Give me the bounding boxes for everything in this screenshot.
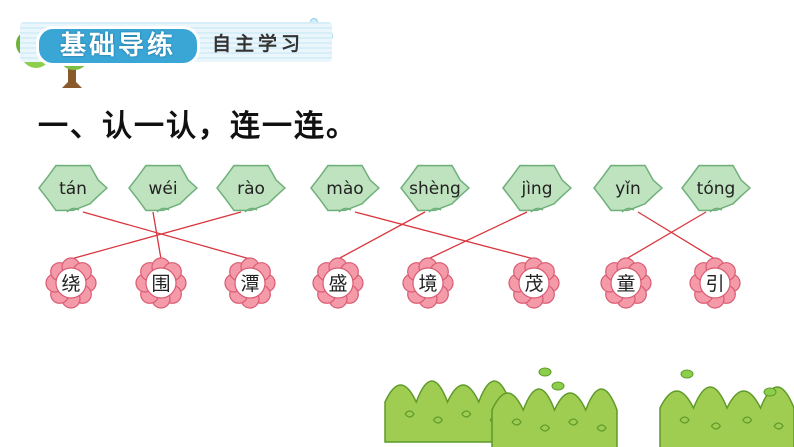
pinyin-label: shèng	[409, 179, 461, 199]
connection-line	[337, 211, 426, 260]
section-subtitle: 自主学习	[212, 33, 305, 55]
pinyin-label: mào	[326, 179, 363, 199]
character-label: 引	[705, 273, 724, 295]
character-flower: 引	[689, 257, 741, 309]
character-flower: 茂	[508, 257, 560, 309]
section-title: 基础导练	[36, 26, 200, 66]
bush-icon	[659, 386, 794, 447]
character-flower: 童	[600, 257, 652, 309]
leaf-icon	[680, 369, 694, 379]
pinyin-leaf: tán	[38, 164, 108, 213]
pinyin-leaf: tóng	[681, 164, 751, 213]
pinyin-label: jìng	[520, 179, 552, 199]
connection-line	[427, 211, 528, 260]
pinyin-label: rào	[237, 179, 265, 199]
connection-line	[82, 211, 251, 260]
pinyin-leaf: wéi	[128, 164, 198, 213]
character-label: 茂	[524, 273, 543, 295]
character-label: 潭	[240, 273, 259, 295]
character-flower: 盛	[312, 257, 364, 309]
pinyin-label: tán	[59, 179, 87, 199]
pinyin-label: wéi	[148, 179, 177, 199]
character-flower: 潭	[224, 257, 276, 309]
pinyin-label: tóng	[697, 179, 736, 199]
pinyin-label: yǐn	[615, 179, 641, 199]
character-flower: 围	[135, 257, 187, 309]
bush-icon	[491, 388, 618, 447]
leaf-icon	[538, 367, 552, 377]
connection-line	[625, 211, 707, 260]
pinyin-leaf: jìng	[502, 164, 572, 213]
task-instruction: 一、认一认，连一连。	[38, 109, 358, 144]
leaf-icon	[763, 387, 777, 397]
character-label: 盛	[328, 273, 347, 295]
bushes-decoration	[384, 367, 794, 447]
character-label: 童	[616, 273, 635, 295]
leaf-icon	[551, 381, 565, 391]
pinyin-leaf: mào	[310, 164, 380, 213]
pinyin-leaf: rào	[216, 164, 286, 213]
pinyin-leaf: yǐn	[593, 164, 663, 213]
character-flower: 绕	[45, 257, 97, 309]
character-flower: 境	[402, 257, 454, 309]
character-label: 境	[418, 273, 437, 295]
character-label: 围	[151, 273, 170, 295]
connection-line	[70, 211, 242, 260]
pinyin-leaf: shèng	[400, 164, 470, 213]
character-label: 绕	[61, 273, 80, 295]
connection-line	[637, 211, 716, 260]
connection-line	[354, 211, 535, 260]
